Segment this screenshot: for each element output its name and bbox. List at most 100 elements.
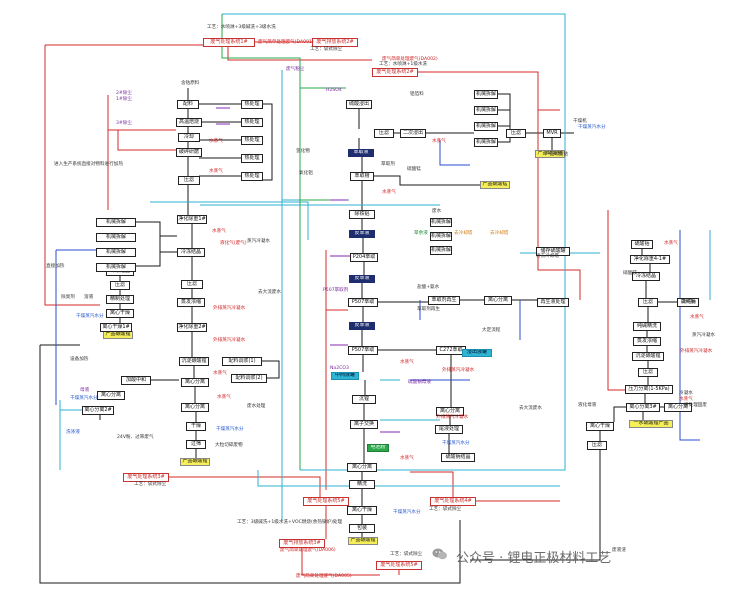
annotation-label: 3#除尘 [116,121,132,126]
flow-line [330,199,350,257]
annotation-label: 水蒸气 [400,360,414,365]
annotation-label: 液化母液 [578,403,597,408]
annotation-label: 水蒸气 [664,241,678,246]
process-box: P204萃取 [350,253,378,262]
flow-line [199,103,241,177]
process-box: 机械拆解 [430,218,452,227]
annotation-label: 水蒸气 [690,315,704,320]
annotation-label: 氧化铝 [299,171,313,176]
process-box: 产品碳酸锂 [348,537,378,545]
process-box: 萃取液 [348,149,374,157]
process-box: 压滤 [638,368,658,377]
flow-line [410,140,470,381]
annotation-label: 硫酸锰 [407,167,421,172]
process-box: 反萃液 [349,275,375,283]
process-box: 除铁铝 [349,210,375,219]
annotation-label: 干燥蒸汽水分 [393,510,421,515]
process-box: 热处理 [241,136,263,145]
process-box: 热处理 [241,118,263,127]
process-box: 再生液处理 [537,298,569,307]
process-box: 机械拆解 [96,218,136,227]
annotation-label: 铝箔料 [410,92,424,97]
process-box: 净化除重1# [177,215,207,224]
annotation-label: 24V粉、过筛废气 [117,435,154,440]
flow-line [222,13,566,471]
annotation-label: 废水 [432,209,442,214]
annotation-label: 水蒸气 [212,229,226,234]
flow-line [55,249,96,405]
process-box: 精制处理 [106,295,134,304]
process-box: 离心分离 [181,378,209,387]
annotation-label: P507萃取剂 [323,288,349,293]
annotation-label: H2SO4 [326,88,342,93]
process-box: 产品硫酸锰 [480,181,510,189]
process-box: 冷冻结晶 [632,272,660,281]
annotation-label: 洗涤液 [66,430,80,435]
annotation-label: 水蒸气 [209,169,223,174]
annotation-label: Na2CO3 [330,366,349,371]
process-box: P507萃取 [348,298,378,307]
process-box: 压滤 [178,176,200,185]
process-box: 废气排放系统2# [312,38,358,47]
annotation-label: 待去冷却塔 [536,254,559,259]
process-box: 包装 [349,524,375,533]
process-box: 机械拆解 [96,263,136,272]
flow-line [607,210,625,391]
process-box: 废气处理系统5# [303,497,349,506]
annotation-label: 工艺：水喷淋+3级碱洗+3级水洗 [207,25,276,30]
flow-line [257,470,560,487]
annotation-label: 氢化物 [296,149,310,154]
annotation-label: 水蒸气 [382,190,396,195]
process-box: 离心分离 [347,463,377,472]
annotation-label: 干燥蒸汽水分 [442,441,470,446]
annotation-label: 干燥蒸汽水分 [70,396,98,401]
process-box: 沉淀碳酸锂 [632,352,664,361]
annotation-label: 溶液 [84,295,94,300]
annotation-label: 大粒切碎废物 [215,443,243,448]
flow-line [301,506,400,576]
annotation-label: 水蒸气 [679,397,693,402]
annotation-label: 外排蒸汽冷凝水 [436,415,469,420]
process-box: 压滤 [374,129,394,138]
annotation-label: 去冷却塔 [490,231,509,236]
annotation-label: 盐酸+氨水 [417,285,440,290]
flow-line [107,95,176,210]
process-box: 机械拆解 [430,232,452,241]
process-box: 热处理 [241,100,263,109]
annotation-label: 冷凝水 [679,391,693,396]
annotation-label: 工艺：水喷淋+1级水洗 [379,62,428,67]
process-box: 离心分离 [97,391,125,400]
annotation-label: 蒸汽冷凝水 [247,239,270,244]
annotation-label: 硝酸铵 [623,271,637,276]
process-box: 反萃液 [349,322,375,330]
process-box: 废气处理系统1# [203,38,255,47]
annotation-label: 萃余液 [414,231,428,236]
annotation-label: 工艺：袋式除尘 [310,47,343,52]
flow-line [191,224,197,458]
process-box: 机械拆解 [96,233,136,242]
process-box: 废气处理系统5# [376,561,422,570]
process-box: 压滤 [110,281,130,290]
process-box: 压滤 [638,298,658,307]
flow-line [380,379,440,421]
flow-line [227,47,372,61]
process-box: P507萃取 [348,346,378,355]
annotation-label: 工艺：3级碱洗+1级水洗+VOC燃烧(余热锅炉)处理 [237,520,343,525]
annotation-label: 干燥蒸汽水分 [76,314,104,319]
annotation-label: 设备加热 [70,357,89,362]
process-box: 离心干燥 [347,506,377,515]
flow-line [374,175,480,186]
annotation-label: 去大流废水 [519,406,542,411]
process-box: 废气处理系统4# [430,497,476,506]
flow-line [330,344,400,433]
process-box: 沉淀碳酸锂 [179,357,209,366]
process-box: 离心干燥 [106,309,134,318]
annotation-label: 硫酸钠母液 [408,380,431,385]
process-box: 浸出液罐 [462,349,492,357]
annotation-label: 工艺：袋式除尘 [390,552,423,557]
process-box: 离心分离2# [82,406,114,415]
annotation-label: 液化气(废气) [220,241,247,246]
annotation-label: 废液渣 [612,548,626,553]
process-box: 尾液处理 [435,425,463,434]
flow-line [325,250,348,490]
